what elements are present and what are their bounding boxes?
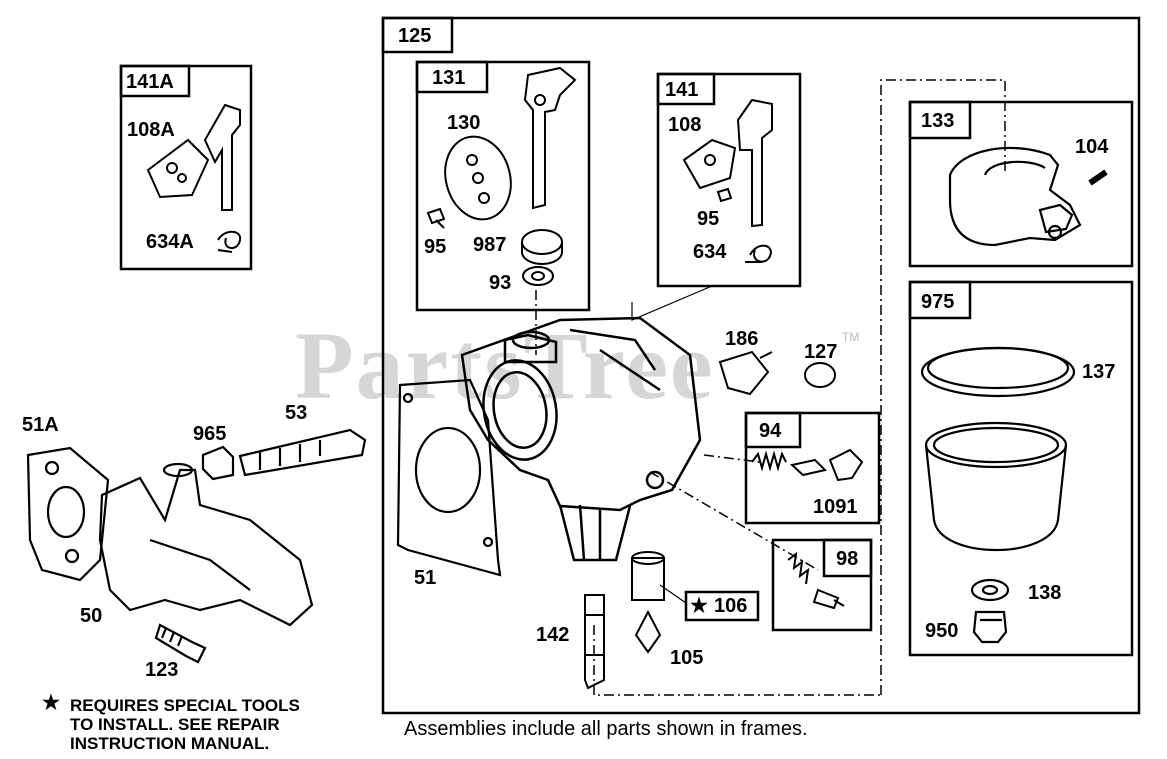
frame-label-133: 133 [921, 110, 955, 132]
frame-133-tag [908, 100, 972, 140]
part-label-50: 50 [80, 605, 103, 627]
part-label-186: 186 [725, 328, 759, 350]
part-label-130: 130 [447, 112, 481, 134]
frame-label-98: 98 [836, 548, 859, 570]
plug-127 [804, 362, 836, 388]
nozzle-106 [631, 557, 665, 601]
needle-105 [634, 609, 662, 654]
bolt-950 [972, 610, 1008, 644]
note-star: ★ [42, 692, 60, 714]
spring-634 [745, 244, 772, 263]
frame-94-tag [744, 411, 802, 449]
frame-label-131: 131 [432, 67, 466, 89]
leader-line-141 [631, 285, 713, 321]
float-133 [948, 146, 1082, 247]
screw-98 [812, 588, 845, 610]
choke-plate-130 [444, 135, 512, 221]
note-line-3: INSTRUCTION MANUAL. [70, 734, 270, 753]
leader-line-gasket [880, 79, 1006, 695]
part-label-987: 987 [473, 234, 507, 256]
frame-131 [415, 60, 591, 312]
spring-98 [787, 551, 810, 585]
part-label-137: 137 [1082, 361, 1116, 383]
part-label-105: 105 [670, 647, 704, 669]
watermark: PartsTree [295, 312, 715, 419]
gasket-51A [26, 446, 110, 582]
frame-131-tag [415, 60, 489, 94]
frame-98-tag [822, 538, 873, 578]
throttle-plate-108 [682, 138, 737, 190]
throttle-plate-108A [146, 138, 210, 199]
part-label-123: 123 [145, 659, 179, 681]
frame-141A-tag [119, 64, 191, 98]
spring-634A [217, 230, 242, 253]
bolt-123 [154, 623, 207, 664]
part-label-106: 106 [714, 595, 748, 617]
part-label-142: 142 [536, 624, 570, 646]
part-label-51: 51 [414, 567, 437, 589]
frame-106-tag [684, 590, 760, 622]
screw-1091 [828, 448, 864, 482]
footer-caption: Assemblies include all parts shown in fr… [404, 718, 808, 740]
note-line-2: TO INSTALL. SEE REPAIR [70, 715, 280, 734]
watermark-trademark: TM [842, 330, 860, 344]
frame-975 [908, 280, 1134, 657]
intake-manifold-50 [98, 468, 314, 627]
frame-975-tag [908, 280, 972, 320]
part-label-965: 965 [193, 423, 227, 445]
leader-line-142 [593, 625, 881, 696]
frame-94 [744, 411, 881, 525]
gasket-51 [396, 378, 502, 577]
part-label-93: 93 [489, 272, 512, 294]
frame-125 [381, 16, 1141, 715]
frame-label-141A: 141A [126, 71, 174, 93]
part-label-53: 53 [285, 402, 308, 424]
part-label-634: 634 [693, 241, 727, 263]
frame-125-tag [381, 16, 454, 54]
spring-94 [751, 450, 787, 472]
throttle-shaft-141 [736, 98, 773, 228]
choke-shaft-131 [523, 66, 577, 210]
frame-98 [771, 538, 873, 632]
frame-label-975: 975 [921, 291, 955, 313]
seal-987 [521, 229, 563, 255]
pin-104 [1088, 169, 1108, 186]
fitting-186 [718, 350, 773, 396]
part-label-1091: 1091 [813, 496, 858, 518]
throttle-shaft-141A [203, 103, 241, 211]
special-tool-star: ★ [690, 595, 708, 617]
part-label-108: 108 [668, 114, 702, 136]
part-label-95-141: 95 [697, 208, 720, 230]
part-label-108A: 108A [127, 119, 175, 141]
part-label-950: 950 [925, 620, 959, 642]
screw-95-b [716, 187, 733, 203]
frame-label-94: 94 [759, 420, 782, 442]
part-label-127: 127 [804, 341, 838, 363]
part-label-138: 138 [1028, 582, 1062, 604]
washer-93 [522, 266, 554, 286]
stud-53 [238, 428, 367, 477]
needle-94 [789, 458, 827, 477]
frame-141-tag [656, 72, 716, 106]
carburetor-body [460, 316, 702, 512]
leader-line-94 [703, 454, 761, 463]
frame-141 [656, 72, 802, 288]
nut-965 [201, 445, 235, 481]
part-label-104: 104 [1075, 136, 1109, 158]
frame-label-141: 141 [665, 79, 699, 101]
frame-label-125: 125 [398, 25, 432, 47]
float-bowl-975 [924, 421, 1068, 469]
leader-line-98 [649, 471, 819, 571]
part-label-51A: 51A [22, 414, 59, 436]
part-label-634A: 634A [146, 231, 194, 253]
part-label-95-131: 95 [424, 236, 447, 258]
tube-142 [584, 594, 605, 690]
frame-133 [908, 100, 1134, 268]
screw-95 [426, 207, 446, 229]
note-line-1: REQUIRES SPECIAL TOOLS [70, 696, 300, 715]
washer-138 [970, 578, 1010, 602]
